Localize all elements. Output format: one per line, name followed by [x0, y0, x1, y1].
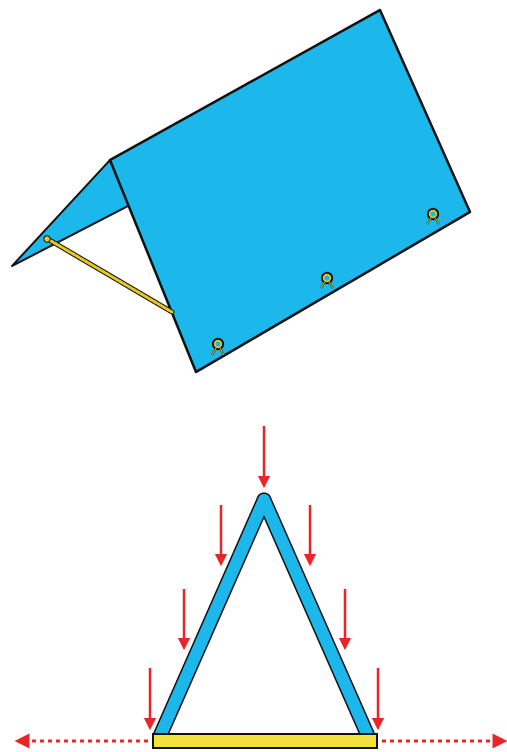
tent-front-panel	[108, 8, 472, 374]
load-arrows	[143, 426, 385, 731]
ring-fastener-icon	[211, 337, 225, 356]
ring-fastener-icon	[426, 207, 440, 225]
tie-beam-icon	[152, 733, 378, 749]
rope-icon	[43, 235, 175, 315]
ring-fastener-icon	[320, 271, 334, 289]
tent-illustration	[11, 8, 472, 374]
force-diagram	[14, 426, 507, 749]
a-frame-icon	[152, 492, 376, 744]
